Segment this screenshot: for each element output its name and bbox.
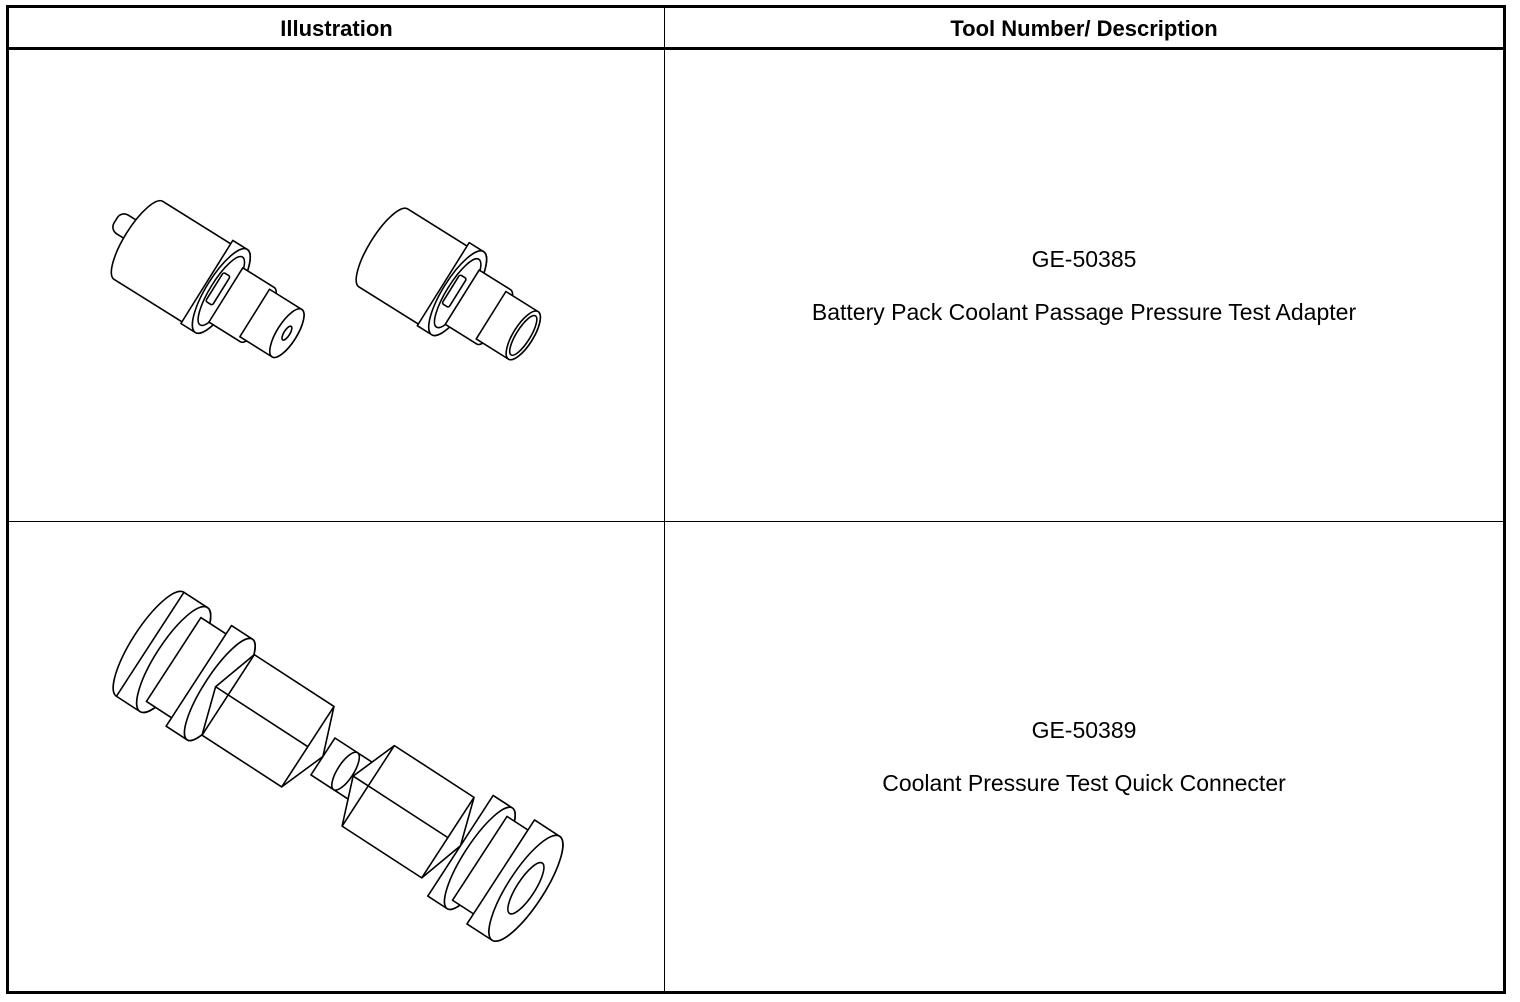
tool-description: Coolant Pressure Test Quick Connecter xyxy=(882,769,1286,796)
table-row-2-tool-info: GE-50389 Coolant Pressure Test Quick Con… xyxy=(665,522,1503,991)
table-row-1-illustration xyxy=(9,50,664,521)
row-divider xyxy=(9,521,1503,522)
table-row-2-illustration xyxy=(9,522,664,991)
column-divider xyxy=(664,8,665,991)
tool-number: GE-50389 xyxy=(1031,716,1137,743)
adapter-with-nipple xyxy=(110,199,305,359)
adapter-plain xyxy=(355,207,542,361)
header-divider xyxy=(9,47,1503,50)
tool-number: GE-50385 xyxy=(1031,245,1137,272)
special-tools-table: Illustration Tool Number/ Description xyxy=(6,5,1506,994)
header-illustration: Illustration xyxy=(280,16,393,41)
pressure-test-adapter-pair-icon xyxy=(110,199,542,361)
header-tool-number-description: Tool Number/ Description xyxy=(950,16,1218,41)
table-row-1-tool-info: GE-50385 Battery Pack Coolant Passage Pr… xyxy=(665,50,1503,521)
quick-connecter-icon xyxy=(112,590,564,942)
tool-description: Battery Pack Coolant Passage Pressure Te… xyxy=(811,298,1357,325)
